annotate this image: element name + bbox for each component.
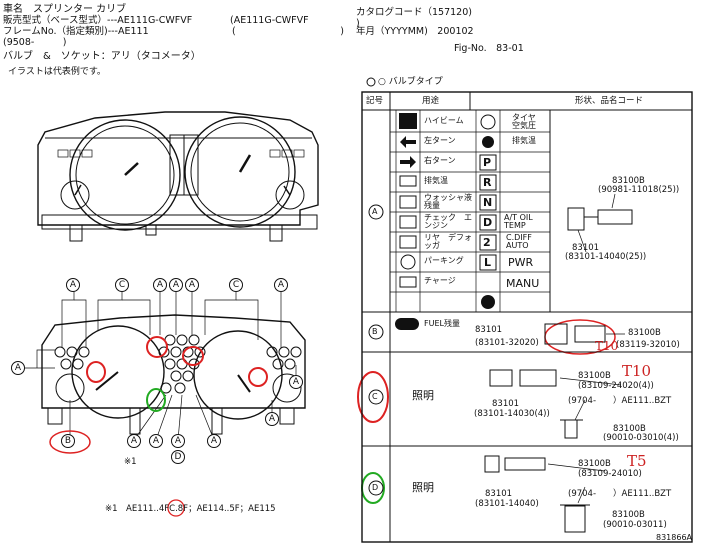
symbol-a: A (372, 207, 378, 216)
part-c-83101: 83101 (492, 399, 520, 409)
page-title: バルブ & ソケット：アリ（タコメータ） (3, 51, 201, 62)
symbol-c: C (372, 392, 378, 401)
bulb-drawings (484, 207, 633, 533)
callout-d-1: D (171, 450, 185, 464)
callout-a-6: A (11, 361, 25, 375)
indicator-icons-a (395, 113, 419, 330)
footer-code: 831866A (656, 533, 693, 542)
part-d-83100b-2-sub: (90010-03011) (603, 520, 667, 530)
part-c-83100b-2: 83100B (613, 424, 646, 434)
usage-exhaust-temp-2: 排気温 (512, 136, 536, 145)
usage-at-oil-temp: A/T OIL TEMP (504, 213, 533, 231)
part-a-83100b: 83100B (612, 176, 645, 186)
part-d-variant: (9704- ）AE111..BZT (568, 489, 672, 499)
usage-manu: MANU (506, 277, 540, 290)
usage-right-turn: 右ターン (424, 156, 456, 165)
gear-n: N (483, 196, 493, 209)
callout-a-2: A (153, 278, 167, 292)
col-symbol: 記号 (366, 96, 384, 106)
car-name: 車名 スプリンター カリブ (3, 4, 127, 15)
callout-a-1: A (66, 278, 80, 292)
part-d-83100b-sub: (83109-24010) (578, 469, 642, 479)
annotation-c: T10 (622, 362, 652, 380)
part-a-83101: 83101 (572, 243, 600, 253)
callout-a-3: A (169, 278, 183, 292)
callout-a-7: A (289, 375, 303, 389)
fig-no: Fig-No. 83-01 (454, 43, 524, 54)
part-d-83100b: 83100B (578, 459, 611, 469)
callout-a-12: A (207, 434, 221, 448)
part-d-83101: 83101 (485, 489, 513, 499)
meter-cluster-top (37, 111, 319, 242)
callout-a-4: A (185, 278, 199, 292)
callout-a-11: A (171, 434, 185, 448)
catalog-paren: ) (356, 18, 360, 29)
col-usage: 用途 (422, 96, 440, 106)
sales-model: 販売型式（ベース型式）---AE111G-CWFVF (3, 15, 193, 26)
usage-exhaust-temp: 排気温 (424, 176, 448, 185)
callout-c-2: C (229, 278, 243, 292)
bulb-table-frame (361, 77, 693, 543)
footnote-ref: ※1 (124, 457, 137, 467)
usage-pwr: PWR (508, 256, 534, 269)
sales-model-2: (AE111G-CWFVF (230, 15, 309, 26)
pointer-arrows (547, 193, 622, 504)
usage-rear-defogger: リヤ デフォッガ (424, 233, 472, 251)
callout-b-1: B (61, 434, 75, 448)
part-b-83100b: 83100B (628, 328, 661, 338)
bulb-type-title: ○ バルブタイプ (378, 77, 443, 87)
annotation-b: T10 (595, 339, 619, 353)
annotation-d: T5 (627, 452, 647, 470)
part-d-83100b-2: 83100B (612, 510, 645, 520)
callout-c-1: C (115, 278, 129, 292)
usage-high-beam: ハイビーム (424, 116, 464, 125)
usage-check-engine: チェック エンジン (424, 213, 472, 231)
usage-illumination-c: 照明 (412, 389, 434, 402)
part-a-83101-sub: (83101-14040(25)) (565, 252, 647, 262)
gear-r: R (483, 176, 492, 189)
callout-a-5: A (274, 278, 288, 292)
callout-a-9: A (127, 434, 141, 448)
part-c-83100b-2-sub: (90010-03010(4)) (603, 433, 679, 443)
part-b-83101-sub: (83101-32020) (475, 338, 539, 348)
date-range: (9508- ) (3, 37, 67, 48)
part-c-83100b-sub: (83109-24020(4)) (578, 381, 654, 391)
gear-p: P (483, 156, 492, 169)
usage-fuel-level: FUEL残量 (424, 319, 460, 328)
part-b-83100b-sub: (83119-32010) (616, 340, 680, 350)
part-d-83101-sub: (83101-14040) (475, 499, 539, 509)
callout-a-10: A (149, 434, 163, 448)
frame-no: フレームNo.（指定類別)---AE111 (3, 26, 149, 37)
part-a-83100b-sub: (90981-11018(25)) (598, 185, 680, 195)
gear-l: L (484, 256, 492, 269)
usage-charge: チャージ (424, 276, 456, 285)
frame-paren: ( ) (232, 26, 344, 37)
usage-c-diff-auto: C.DIFF AUTO (506, 233, 532, 251)
leader-lines (25, 292, 297, 441)
usage-tire-pressure: タイヤ 空気圧 (512, 113, 544, 131)
part-c-83100b: 83100B (578, 371, 611, 381)
symbol-b: B (372, 327, 378, 336)
gear-d: D (483, 216, 493, 229)
usage-left-turn: 左ターン (424, 136, 456, 145)
usage-parking: パーキング (424, 256, 464, 265)
part-c-variant: (9704- ）AE111..BZT (568, 396, 672, 406)
part-b-83101: 83101 (475, 325, 503, 335)
catalog-code: カタログコード（157120) (356, 7, 472, 18)
gear-2: 2 (483, 236, 491, 249)
footnote: ※1 AE111..4FC.8F；AE114..5F；AE115 (105, 504, 276, 514)
callout-a-8: A (265, 412, 279, 426)
illustration-note: イラストは代表例です。 (8, 67, 106, 77)
year-month: 年月（YYYYMM) 200102 (356, 26, 474, 37)
gear-indicators (479, 114, 497, 309)
symbol-d: D (372, 483, 379, 492)
col-shape: 形状、品名コード (575, 96, 644, 106)
usage-illumination-d: 照明 (412, 481, 434, 494)
usage-washer-level: ウォッシャ液 残量 (424, 193, 480, 211)
part-c-83101-sub: (83101-14030(4)) (474, 409, 550, 419)
